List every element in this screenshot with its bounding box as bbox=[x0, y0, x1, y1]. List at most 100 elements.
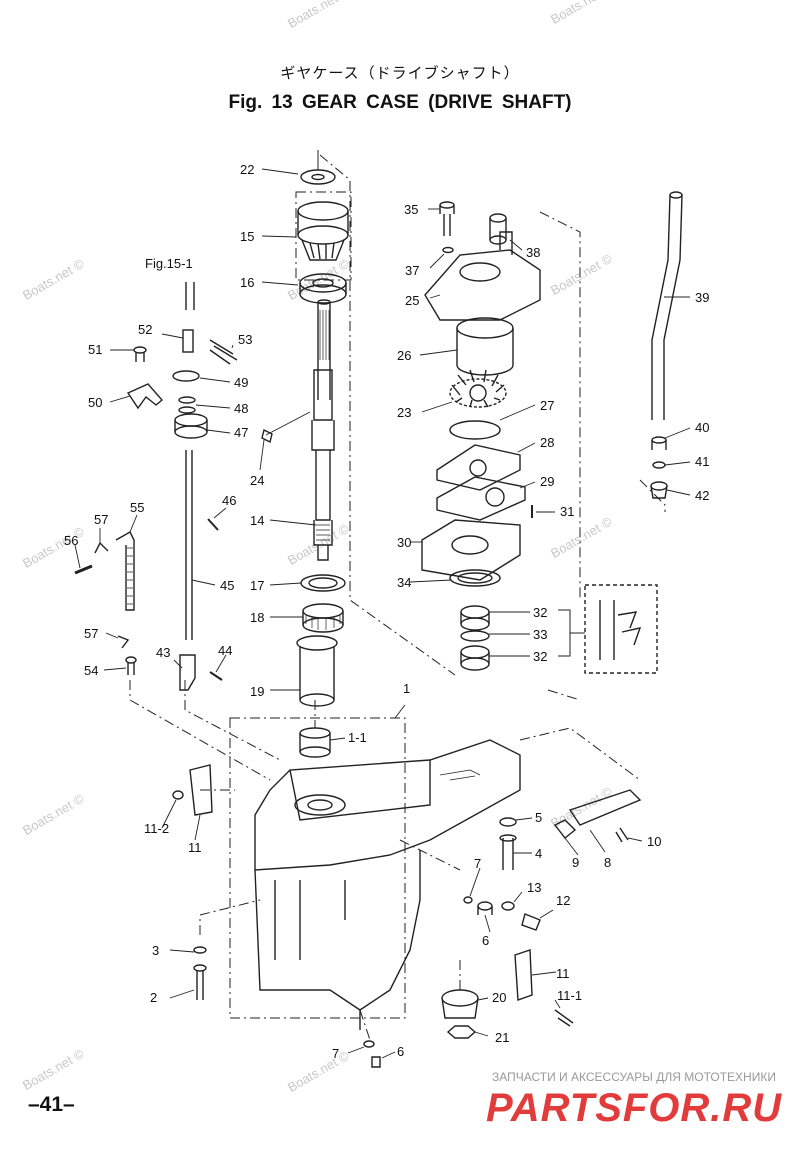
inset-detail bbox=[584, 584, 658, 674]
part-number-label: 42 bbox=[695, 488, 709, 503]
part-21-nut bbox=[446, 1025, 477, 1039]
part-number-label: 20 bbox=[492, 990, 506, 1005]
part-number-label: 52 bbox=[138, 322, 152, 337]
part-number-label: 47 bbox=[234, 425, 248, 440]
part-number-label: 7 bbox=[474, 856, 481, 871]
part-27-key bbox=[449, 420, 501, 440]
bracket-32-33 bbox=[558, 609, 585, 657]
part-4-bolt bbox=[499, 834, 517, 870]
part-57-clip-upper bbox=[94, 541, 109, 554]
part-number-label: 50 bbox=[88, 395, 102, 410]
part-number-label: 35 bbox=[404, 202, 418, 217]
part-number-label: 53 bbox=[238, 332, 252, 347]
part-16-bearing bbox=[299, 273, 347, 304]
part-5-washer bbox=[499, 817, 517, 827]
part-3-washer bbox=[193, 946, 207, 954]
part-number-label: 16 bbox=[240, 275, 254, 290]
footer-caption: ЗАПЧАСТИ И АКСЕССУАРЫ ДЛЯ МОТОТЕХНИКИ bbox=[492, 1070, 776, 1084]
part-number-label: 11-1 bbox=[557, 988, 582, 1003]
part-20-pinion-gear bbox=[441, 989, 479, 1019]
part-number-label: 49 bbox=[234, 375, 248, 390]
part-number-label: 15 bbox=[240, 229, 254, 244]
part-number-label: 7 bbox=[332, 1046, 339, 1061]
part-number-label: 24 bbox=[250, 473, 264, 488]
part-32-bearing-upper bbox=[460, 605, 490, 631]
part-number-label: 5 bbox=[535, 810, 542, 825]
part-18-bearing bbox=[302, 603, 344, 633]
part-48-o-ring bbox=[178, 396, 196, 404]
part-11-anode-lower bbox=[514, 949, 533, 1001]
part-12-plug bbox=[521, 913, 541, 931]
part-number-label: 39 bbox=[695, 290, 709, 305]
part-number-label: 2 bbox=[150, 990, 157, 1005]
shift-rod-assembly bbox=[74, 282, 273, 691]
part-number-label: 6 bbox=[397, 1044, 404, 1059]
part-number-label: 27 bbox=[540, 398, 554, 413]
part-number-label: 45 bbox=[220, 578, 234, 593]
part-number-label: 9 bbox=[572, 855, 579, 870]
part-38-grommet bbox=[489, 213, 507, 245]
part-25-pump-housing bbox=[424, 231, 541, 321]
figure-title-japanese: ギヤケース（ドライブシャフト） bbox=[280, 65, 520, 82]
part-11-anode-upper bbox=[189, 764, 213, 816]
part-44-pin bbox=[209, 671, 223, 681]
dashed-guide-lines bbox=[129, 154, 666, 1041]
part-53-pins bbox=[209, 339, 238, 365]
part-19-sleeve bbox=[296, 635, 338, 707]
part-number-label: 12 bbox=[556, 893, 570, 908]
part-number-label: 4 bbox=[535, 846, 542, 861]
part-7-washer-lower bbox=[363, 1040, 375, 1048]
part-number-label: 34 bbox=[397, 575, 411, 590]
part-number-label: 19 bbox=[250, 684, 264, 699]
part-37-washer bbox=[442, 246, 454, 254]
part-1-gear-case bbox=[254, 739, 521, 1030]
part-number-label: 29 bbox=[540, 474, 554, 489]
ref-fig-15-1-rod bbox=[185, 282, 195, 310]
part-number-label: 54 bbox=[84, 663, 98, 678]
part-number-label: 10 bbox=[647, 834, 661, 849]
part-number-label: 1 bbox=[403, 681, 410, 696]
part-number-label: 6 bbox=[482, 933, 489, 948]
part-57-clip-lower bbox=[117, 635, 130, 649]
part-number-label: 51 bbox=[88, 342, 102, 357]
part-number-label: 13 bbox=[527, 880, 541, 895]
part-52-joint bbox=[182, 329, 194, 353]
part-28-gasket bbox=[436, 444, 521, 491]
leader-lines bbox=[74, 168, 691, 1059]
part-6-plug-lower bbox=[371, 1056, 381, 1068]
part-17-seal bbox=[300, 574, 346, 592]
part-number-label: 32 bbox=[533, 605, 547, 620]
part-number-label: 26 bbox=[397, 348, 411, 363]
part-34-seal bbox=[449, 569, 501, 587]
part-50-bracket bbox=[126, 383, 163, 410]
part-56-pin bbox=[74, 564, 93, 575]
part-number-label: 21 bbox=[495, 1030, 509, 1045]
part-number-label: 17 bbox=[250, 578, 264, 593]
part-2-bolt bbox=[193, 964, 207, 1000]
inset-shaft-detail bbox=[599, 600, 642, 660]
figure-title: Fig. 13 GEAR CASE (DRIVE SHAFT) bbox=[228, 92, 572, 113]
part-number-label: 18 bbox=[250, 610, 264, 625]
part-number-label: 11-2 bbox=[144, 821, 169, 836]
part-45-shift-rod bbox=[185, 450, 193, 640]
brand-logo: PARTSFOR.RU bbox=[486, 1086, 783, 1130]
part-number-label: 33 bbox=[533, 627, 547, 642]
part-35-bolt bbox=[439, 201, 455, 236]
part-41-grommet bbox=[652, 461, 666, 469]
part-number-label: 30 bbox=[397, 535, 411, 550]
part-40-grommet bbox=[651, 436, 667, 450]
part-13-washer bbox=[501, 901, 515, 911]
part-11-1-bolt bbox=[554, 1009, 574, 1027]
part-number-label: 11 bbox=[188, 840, 202, 855]
part-22-washer bbox=[300, 169, 336, 185]
water-pump-assembly bbox=[421, 201, 658, 674]
part-number-label: 8 bbox=[604, 855, 611, 870]
part-number-label: 3 bbox=[152, 943, 159, 958]
part-number-label: 11 bbox=[556, 966, 570, 981]
drive-shaft-assembly bbox=[296, 150, 349, 758]
part-11-2-bolt bbox=[172, 790, 184, 800]
part-number-label: 25 bbox=[405, 293, 419, 308]
part-number-label: 43 bbox=[156, 645, 170, 660]
